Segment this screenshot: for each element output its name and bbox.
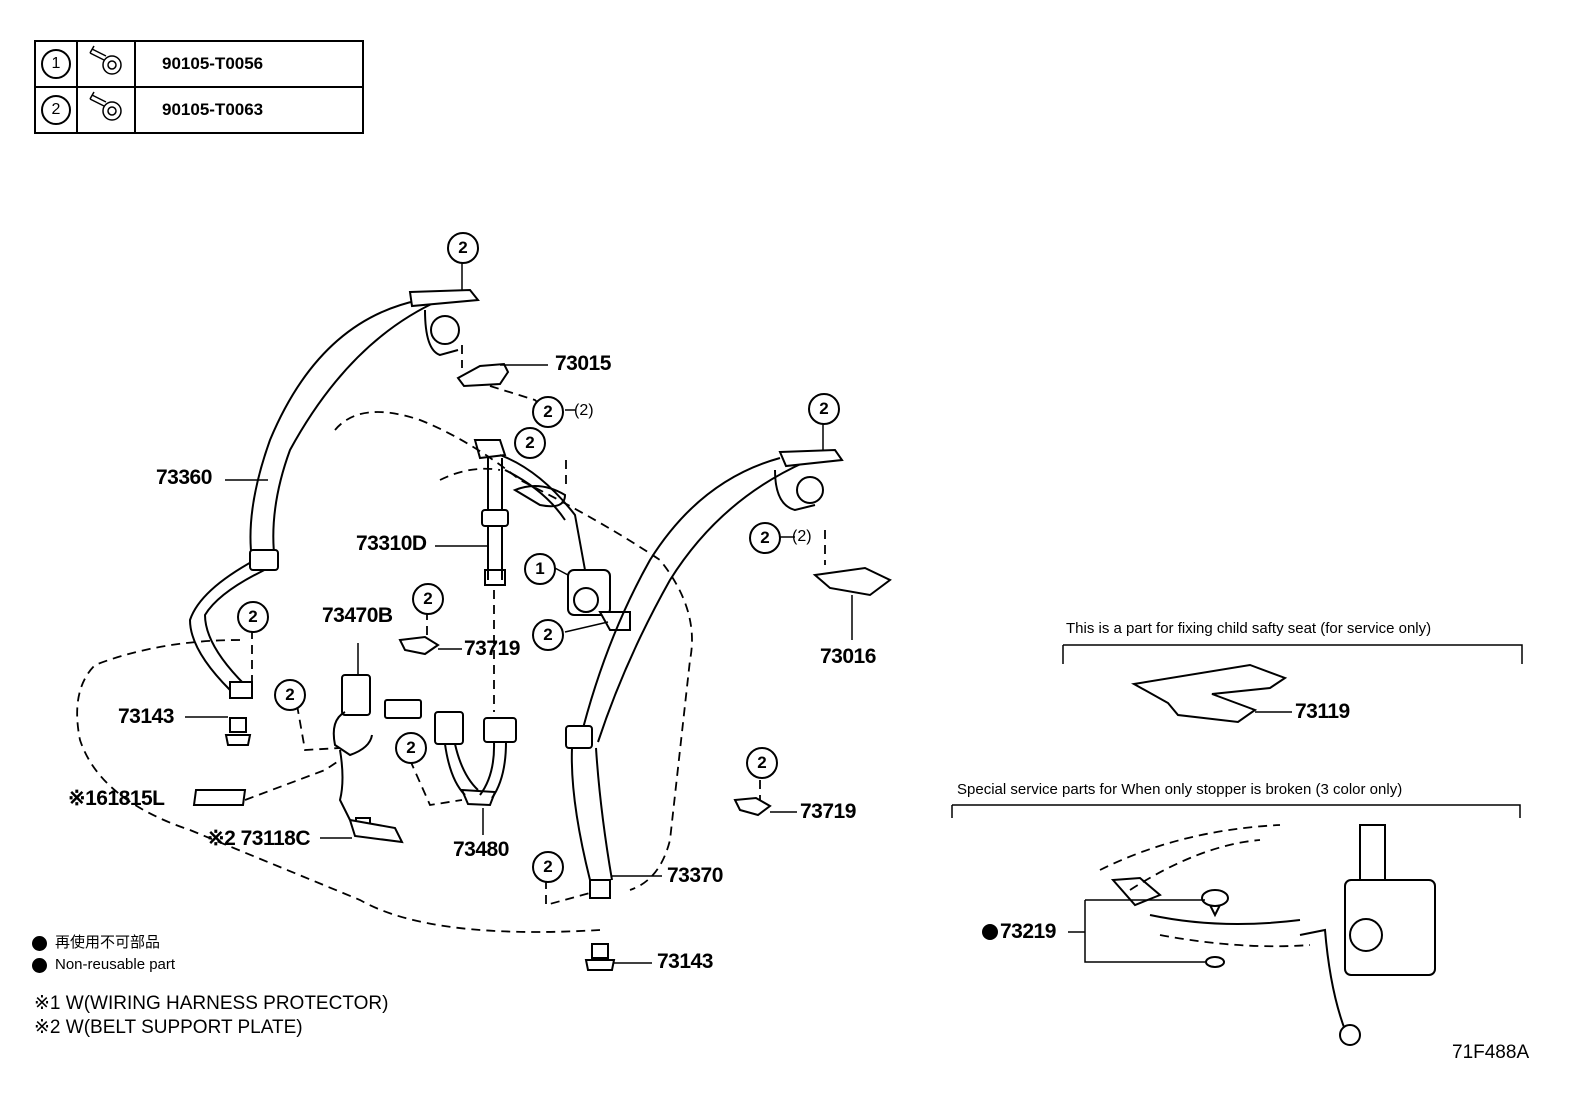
part-number: 73219 (1000, 920, 1056, 943)
fastener-callout: 2 (749, 522, 781, 554)
fastener-callout: 2 (532, 396, 564, 428)
legend-text: Non-reusable part (55, 956, 176, 973)
legend-en: Non-reusable part (32, 956, 175, 973)
part-label-73310d: 73310D (356, 532, 427, 555)
fastener-callout: 2 (532, 851, 564, 883)
ref-number: 2 (41, 95, 71, 125)
stopper-73219-detail (1068, 824, 1436, 1046)
part-label-73719: 73719 (800, 800, 856, 823)
left-seat-belt-73360 (188, 288, 480, 699)
seat-back-outline (334, 411, 693, 891)
fastener-callout: 2 (237, 601, 269, 633)
right-seat-belt-73370 (565, 448, 844, 899)
fastener-callout: 1 (524, 553, 556, 585)
part-label-73143: 73143 (657, 950, 713, 973)
part-label-73015: 73015 (555, 352, 611, 375)
wiring-harness-protector (192, 789, 247, 806)
part-number: 90105-T0063 (134, 86, 364, 134)
part-label-73719: 73719 (464, 637, 520, 660)
non-reusable-marker (32, 957, 47, 973)
ref-number: 1 (41, 49, 71, 79)
clip-73719-a (398, 635, 440, 656)
center-belt-73310d (473, 439, 631, 631)
figure-code: 71F488A (1452, 1042, 1530, 1063)
fastener-callout: 2 (447, 232, 479, 264)
bracket-73016 (812, 566, 892, 597)
child-seat-note: This is a part for fixing child safty se… (1066, 620, 1432, 637)
footnote-1: ※1 W(WIRING HARNESS PROTECTOR) (34, 993, 389, 1014)
quantity-label: (2) (792, 528, 812, 545)
clip-73719-b (733, 796, 772, 817)
belt-guide-73015 (456, 362, 510, 388)
fastener-callout: 2 (274, 679, 306, 711)
fastener-row: 2 90105-T0063 (34, 86, 364, 134)
buckle-73480 (434, 711, 517, 807)
fastener-callout: 2 (514, 427, 546, 459)
child-seat-anchor-73119 (1131, 663, 1288, 724)
fastener-callout: 2 (532, 619, 564, 651)
footnote-2: ※2 W(BELT SUPPORT PLATE) (34, 1017, 303, 1038)
fastener-row: 1 90105-T0056 (34, 40, 364, 88)
non-reusable-marker (982, 924, 998, 941)
part-label-73370: 73370 (667, 864, 723, 887)
legend-jp: 再使用不可部品 (32, 931, 160, 952)
part-label-73480: 73480 (453, 838, 509, 861)
part-label-73470b: 73470B (322, 604, 393, 627)
part-label-73118c: ※2 73118C (207, 827, 311, 850)
part-label-73219: 73219 (982, 920, 1056, 944)
seat-cushion-outline (76, 639, 601, 933)
quantity-label: (2) (574, 402, 594, 419)
bolt-icon (76, 40, 136, 88)
part-label-73119: 73119 (1295, 700, 1350, 723)
fastener-reference-table: 1 90105-T0056 2 90105-T0063 (34, 40, 364, 134)
non-reusable-marker (32, 935, 47, 951)
anchor-bolt-73143-left (224, 717, 252, 746)
part-label-161815l: ※161815L (68, 787, 165, 810)
part-number: 90105-T0056 (134, 40, 364, 88)
part-label-73016: 73016 (820, 645, 876, 668)
part-label-73360: 73360 (156, 466, 212, 489)
part-label-73143: 73143 (118, 705, 174, 728)
fastener-callout: 2 (412, 583, 444, 615)
anchor-bolt-73143-right (584, 943, 616, 971)
fastener-callout: 2 (746, 747, 778, 779)
fastener-callout: 2 (395, 732, 427, 764)
belt-support-plate (348, 818, 404, 844)
legend-text: 再使用不可部品 (55, 934, 161, 951)
stopper-note: Special service parts for When only stop… (957, 781, 1403, 798)
bolt-icon (76, 86, 136, 134)
fastener-callout: 2 (808, 393, 840, 425)
